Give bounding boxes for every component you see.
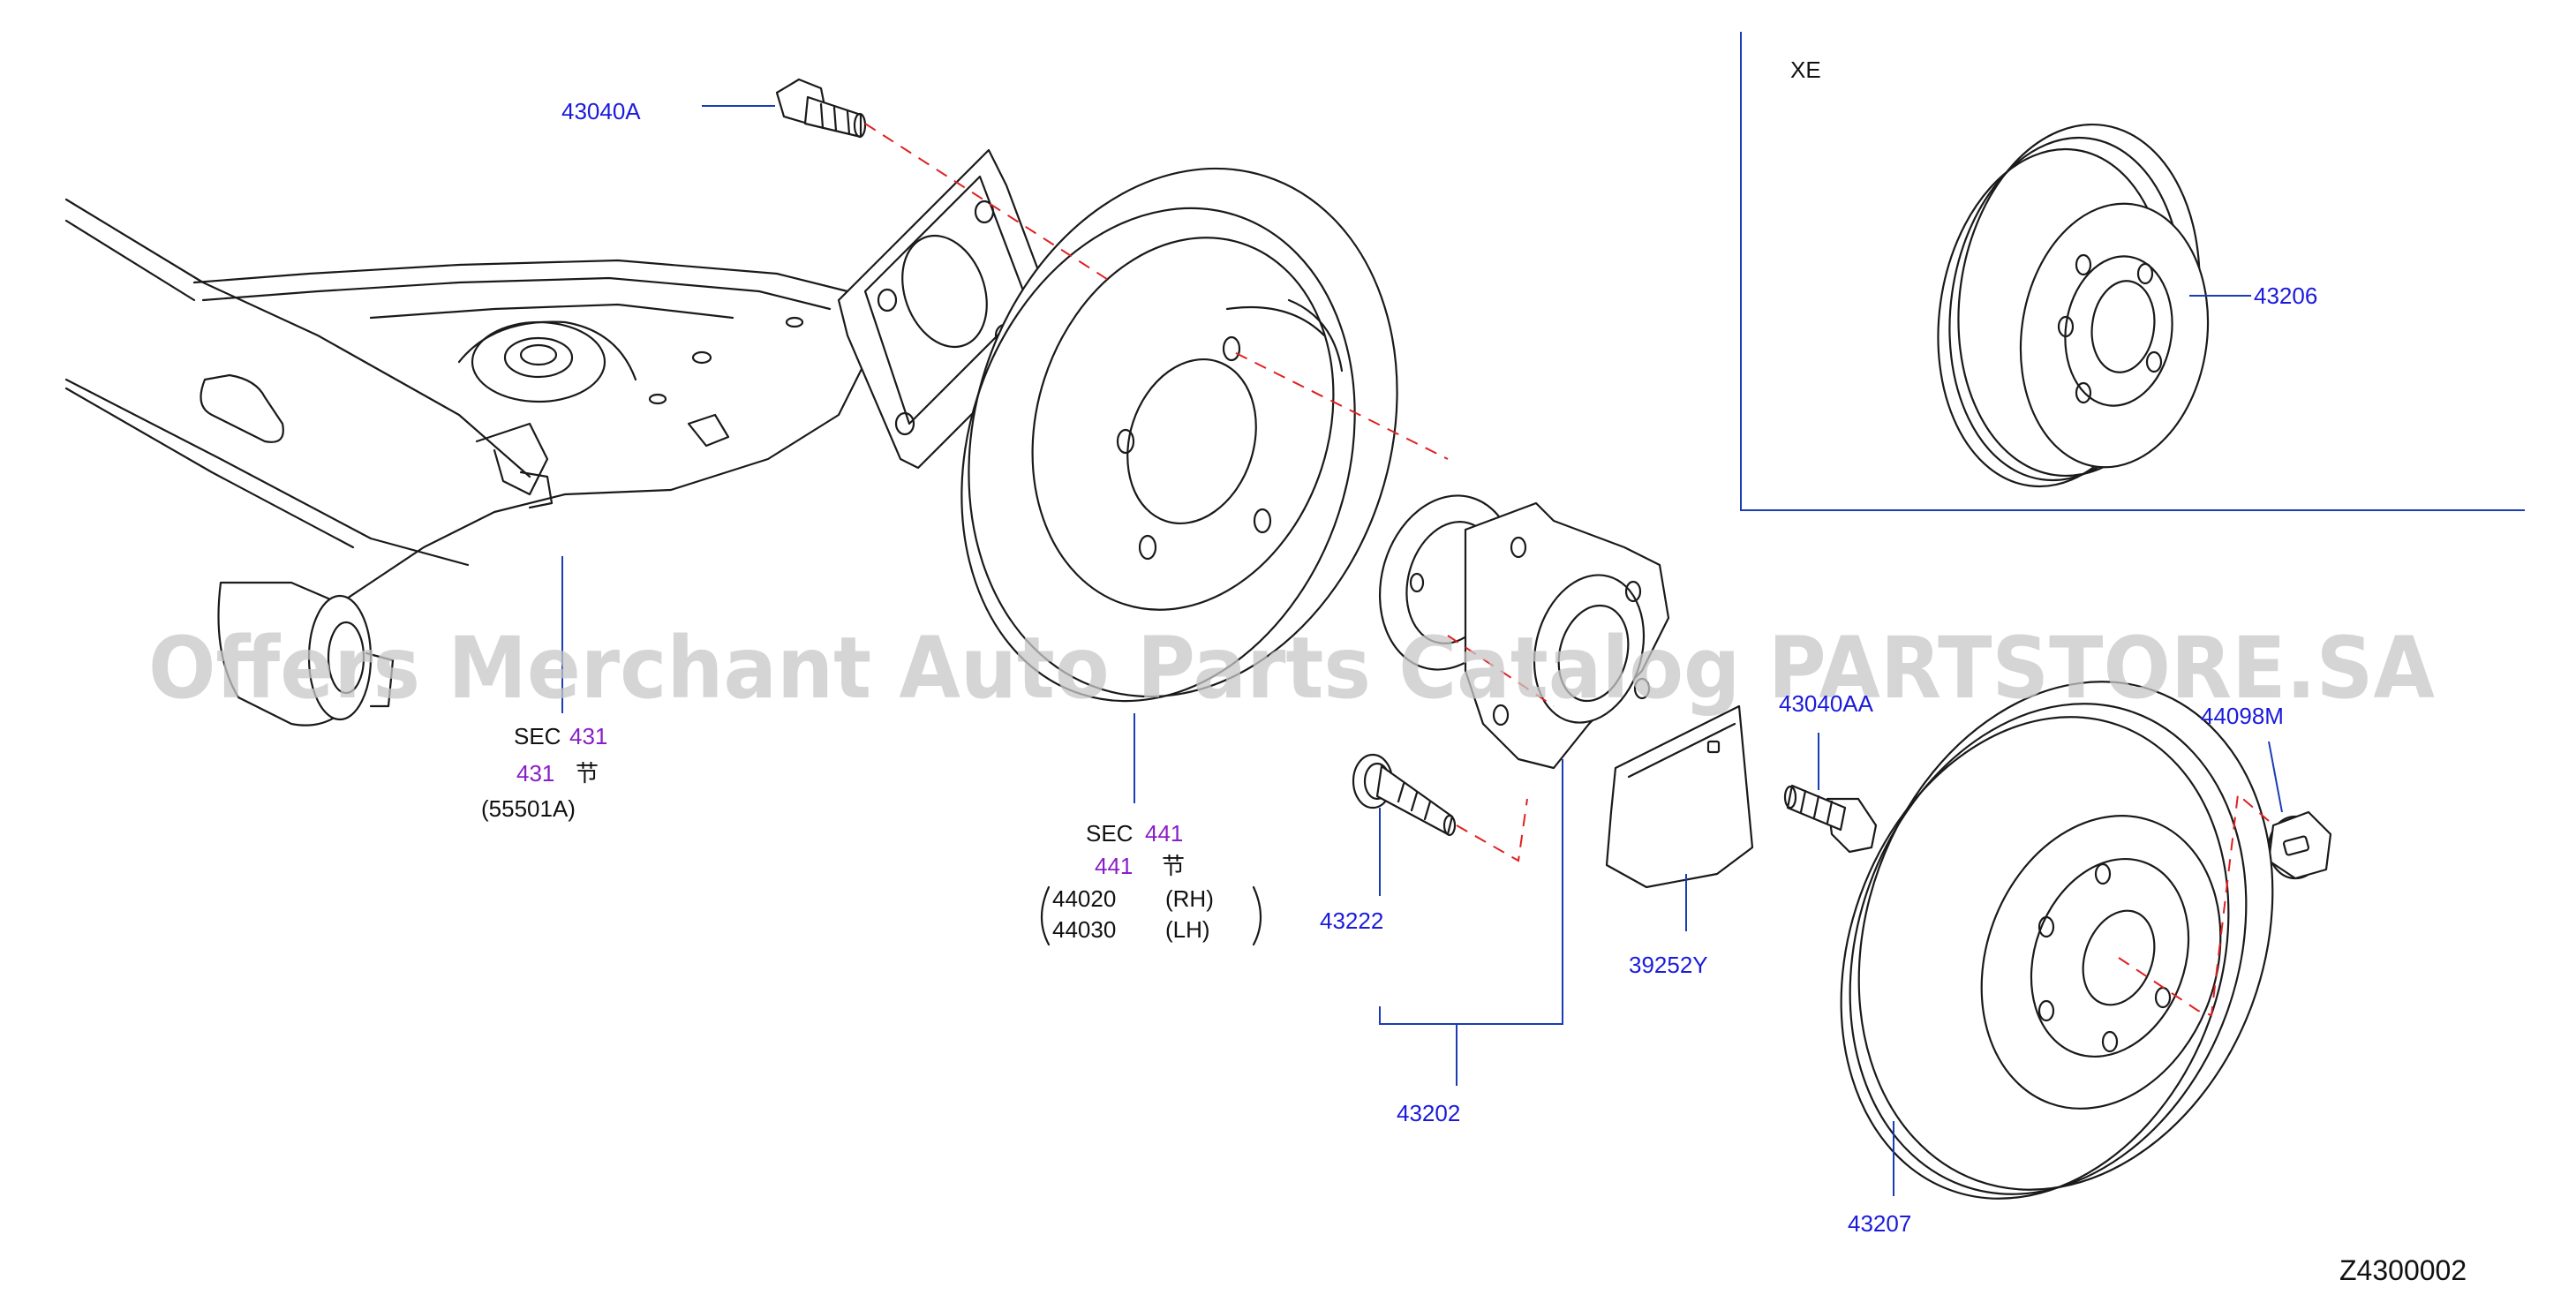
label-sec441-sub-glyph: 节 [1162,853,1185,879]
bolt-43040a-icon [775,78,867,139]
label-sec441-sub-num: 441 [1095,853,1133,879]
label-43202: 43202 [1397,1100,1460,1126]
label-sec441-prefix: SEC [1086,820,1133,847]
label-44020: 44020 [1052,885,1116,912]
leader-lines [561,105,2283,1196]
diagram-code: Z4300002 [2339,1254,2467,1286]
hub-bolt-43222-icon [1352,753,1457,837]
label-55501a: (55501A) [481,795,576,822]
label-sec431-sub-glyph: 节 [576,760,599,787]
splash-guard [1605,704,1754,889]
hub-bearing-assembly [1378,494,1670,770]
plug-44098m-icon [2267,810,2332,880]
bolt-43040aa-icon [1783,784,1878,854]
label-sec431-num: 431 [569,723,607,749]
bracket-left [1040,885,1051,946]
label-44020-side: (RH) [1165,885,1214,912]
label-43040aa: 43040AA [1779,690,1874,717]
label-43040a: 43040A [561,98,641,124]
callout-labels: 43040A SEC 431 431 节 (55501A) SEC 441 44… [481,98,2317,1237]
label-43206: 43206 [2254,282,2317,309]
label-44098m: 44098M [2201,703,2284,729]
label-sec431-sub-num: 431 [516,760,554,787]
label-sec431-prefix: SEC [514,723,561,749]
watermark-text: Offers Merchant Auto Parts Catalog PARTS… [148,619,2435,718]
brake-drum [960,167,1398,703]
label-39252y: 39252Y [1629,952,1708,978]
rear-axle-beam [64,148,1061,727]
inset-frame: XE [1740,32,2525,511]
label-44030-side: (LH) [1165,916,1210,943]
label-44030: 44030 [1052,916,1116,943]
inset-brake-drum [1937,123,2210,488]
assembly-lines [864,123,2270,1017]
bracket-right [1252,885,1262,946]
label-43207: 43207 [1848,1210,1911,1237]
inset-label: XE [1790,56,1821,83]
label-43222: 43222 [1320,907,1383,934]
brake-disc [1840,681,2274,1200]
label-sec441-num: 441 [1145,820,1183,847]
